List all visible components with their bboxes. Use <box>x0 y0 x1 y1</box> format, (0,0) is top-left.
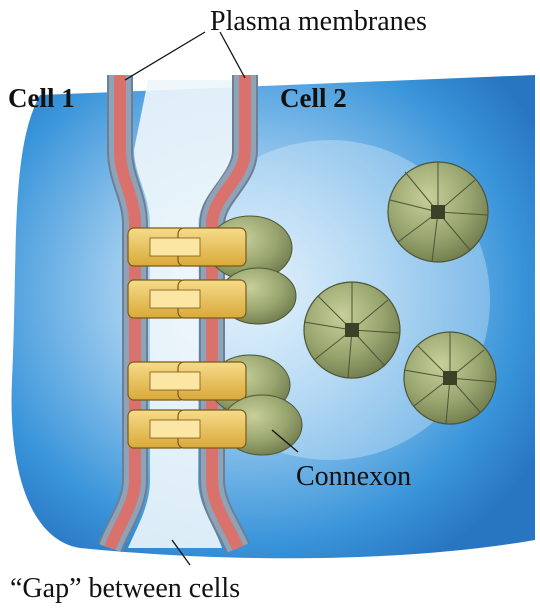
connexon-label: Connexon <box>296 461 411 492</box>
plasma-membranes-label: Plasma membranes <box>210 6 427 37</box>
gap-label: “Gap” between cells <box>10 573 240 604</box>
cell1-label: Cell 1 <box>8 83 75 113</box>
free-connexon-3 <box>404 332 496 424</box>
free-connexon-2 <box>304 282 400 378</box>
free-connexon-1 <box>388 162 488 262</box>
cell2-label: Cell 2 <box>280 83 347 113</box>
